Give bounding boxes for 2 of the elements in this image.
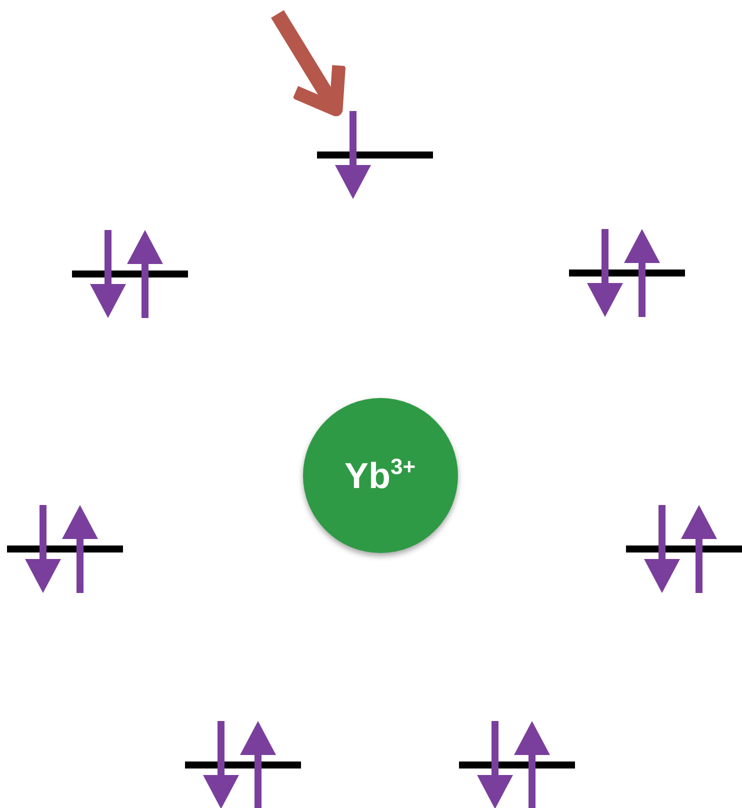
- ion-label: Yb$^{3+}$: [344, 454, 416, 496]
- arrow: [271, 10, 346, 116]
